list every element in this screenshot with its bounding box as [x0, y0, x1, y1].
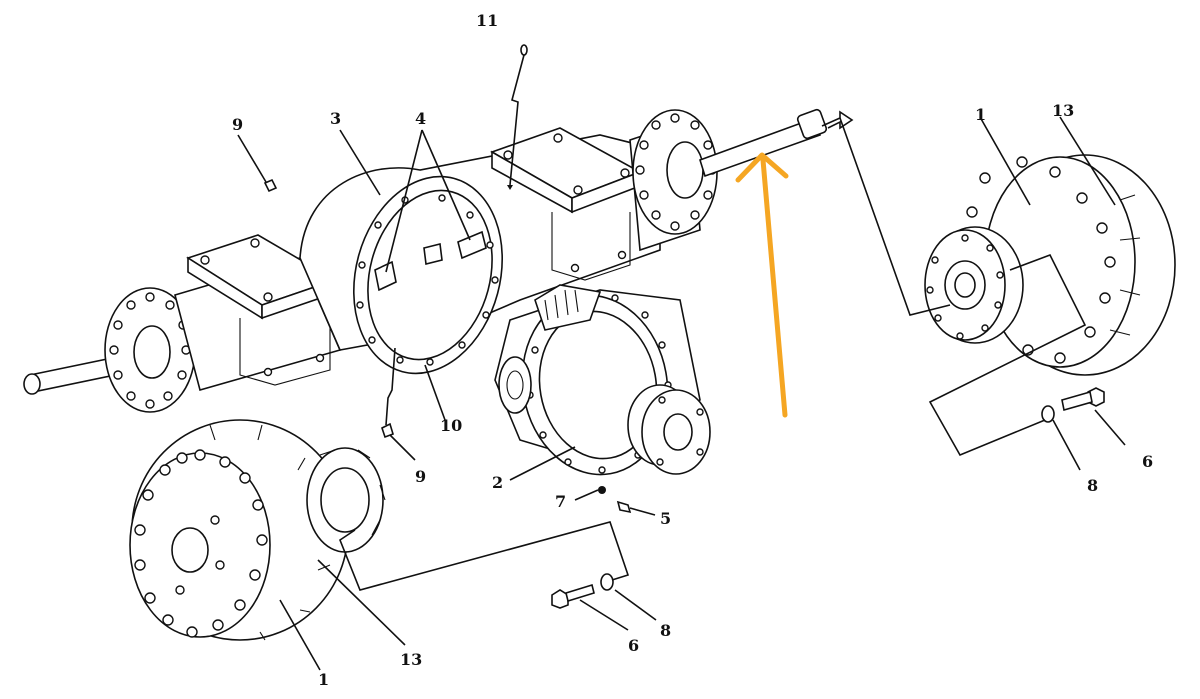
callout-11: 11: [476, 11, 498, 30]
left-wheel-hub: [129, 419, 386, 641]
right-flange-bolt-holes: [635, 113, 717, 231]
callout-1-left: 1: [318, 670, 329, 689]
right-spindle-holes: [926, 234, 1004, 340]
differential-carrier: [494, 284, 711, 476]
callout-6-left: 6: [628, 636, 639, 655]
callout-6-right: 6: [1142, 452, 1153, 471]
axle-housing: [23, 108, 828, 413]
callout-4: 4: [415, 109, 426, 128]
callout-8-right: 8: [1087, 476, 1098, 495]
callout-9-top: 9: [232, 115, 243, 134]
callout-8-left: 8: [660, 621, 671, 640]
leader-lines: [237, 54, 1126, 671]
right-hub-bolts: [966, 156, 1116, 364]
callout-2: 2: [492, 473, 503, 492]
left-hub-bolts: [134, 449, 268, 638]
callout-1-right: 1: [975, 105, 986, 124]
callout-7: 7: [555, 492, 566, 511]
callout-5: 5: [660, 509, 671, 528]
callout-3: 3: [330, 109, 341, 128]
callout-labels: 11 9 3 4 10 9 2 7 5 1 13 6 8 1 13 8 6: [232, 11, 1153, 689]
callout-13-right: 13: [1052, 101, 1074, 120]
highlight-arrow: [735, 152, 789, 418]
small-fasteners: [263, 44, 1105, 609]
right-wheel-hub: [924, 154, 1176, 376]
callout-10: 10: [440, 416, 462, 435]
callout-9-bottom: 9: [415, 467, 426, 486]
left-flange-bolt-holes: [109, 292, 191, 409]
callout-13-left: 13: [400, 650, 422, 669]
